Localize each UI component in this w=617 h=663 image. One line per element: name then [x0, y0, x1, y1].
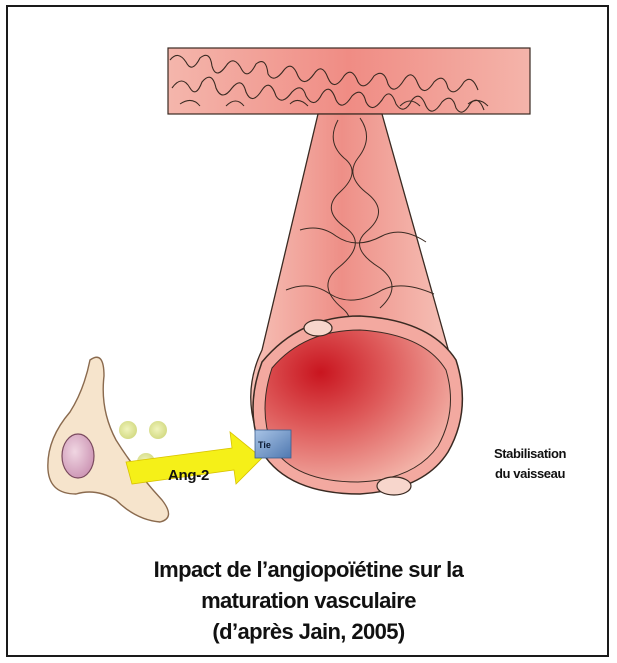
tie-label: Tie — [258, 440, 271, 450]
endothelial-nucleus-top — [304, 320, 332, 336]
ligand-dot — [149, 421, 167, 439]
parent-vessel — [168, 48, 530, 114]
pericyte-cell — [48, 357, 169, 522]
figure-caption: Impact de l’angiopoïétine sur la maturat… — [60, 554, 557, 647]
endothelial-nucleus-bottom — [377, 477, 411, 495]
pericyte-nucleus — [62, 434, 94, 478]
vessel-cross-section — [253, 316, 462, 495]
stabilisation-label: Stabilisation du vaisseau — [470, 444, 590, 484]
caption-line-1: Impact de l’angiopoïétine sur la — [60, 554, 557, 585]
stabilisation-line-1: Stabilisation — [470, 444, 590, 464]
caption-line-2: maturation vasculaire — [60, 585, 557, 616]
stabilisation-line-2: du vaisseau — [470, 464, 590, 484]
caption-line-3: (d’après Jain, 2005) — [60, 616, 557, 647]
ligand-dot — [119, 421, 137, 439]
ang2-label: Ang-2 — [168, 467, 209, 484]
